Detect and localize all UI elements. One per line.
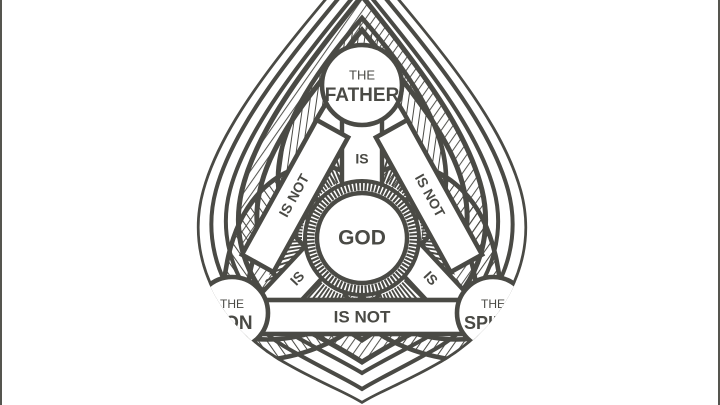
label-son-line2: SON bbox=[211, 313, 252, 334]
band-father-spirit bbox=[372, 116, 486, 276]
label-spirit-line2: SPIRIT bbox=[464, 313, 522, 333]
diagram-artwork: THE FATHER THE SON THE SPIRIT GOD IS IS … bbox=[196, 0, 528, 404]
outer-border-rings bbox=[196, 0, 528, 404]
label-father-line1: THE bbox=[349, 67, 375, 82]
label-spirit-line1: THE bbox=[481, 297, 505, 311]
edge-label-son-spirit: IS NOT bbox=[334, 307, 391, 326]
triquetra-outline bbox=[236, 0, 488, 365]
node-circle-father bbox=[319, 42, 405, 128]
god-ring bbox=[303, 179, 421, 297]
label-father-line2: FATHER bbox=[325, 85, 400, 106]
edge-label-father-god: IS bbox=[355, 151, 368, 167]
band-father-son bbox=[238, 116, 352, 276]
outer-hatching bbox=[238, 0, 486, 362]
label-god: GOD bbox=[338, 227, 386, 250]
label-son-line1: THE bbox=[220, 297, 244, 311]
